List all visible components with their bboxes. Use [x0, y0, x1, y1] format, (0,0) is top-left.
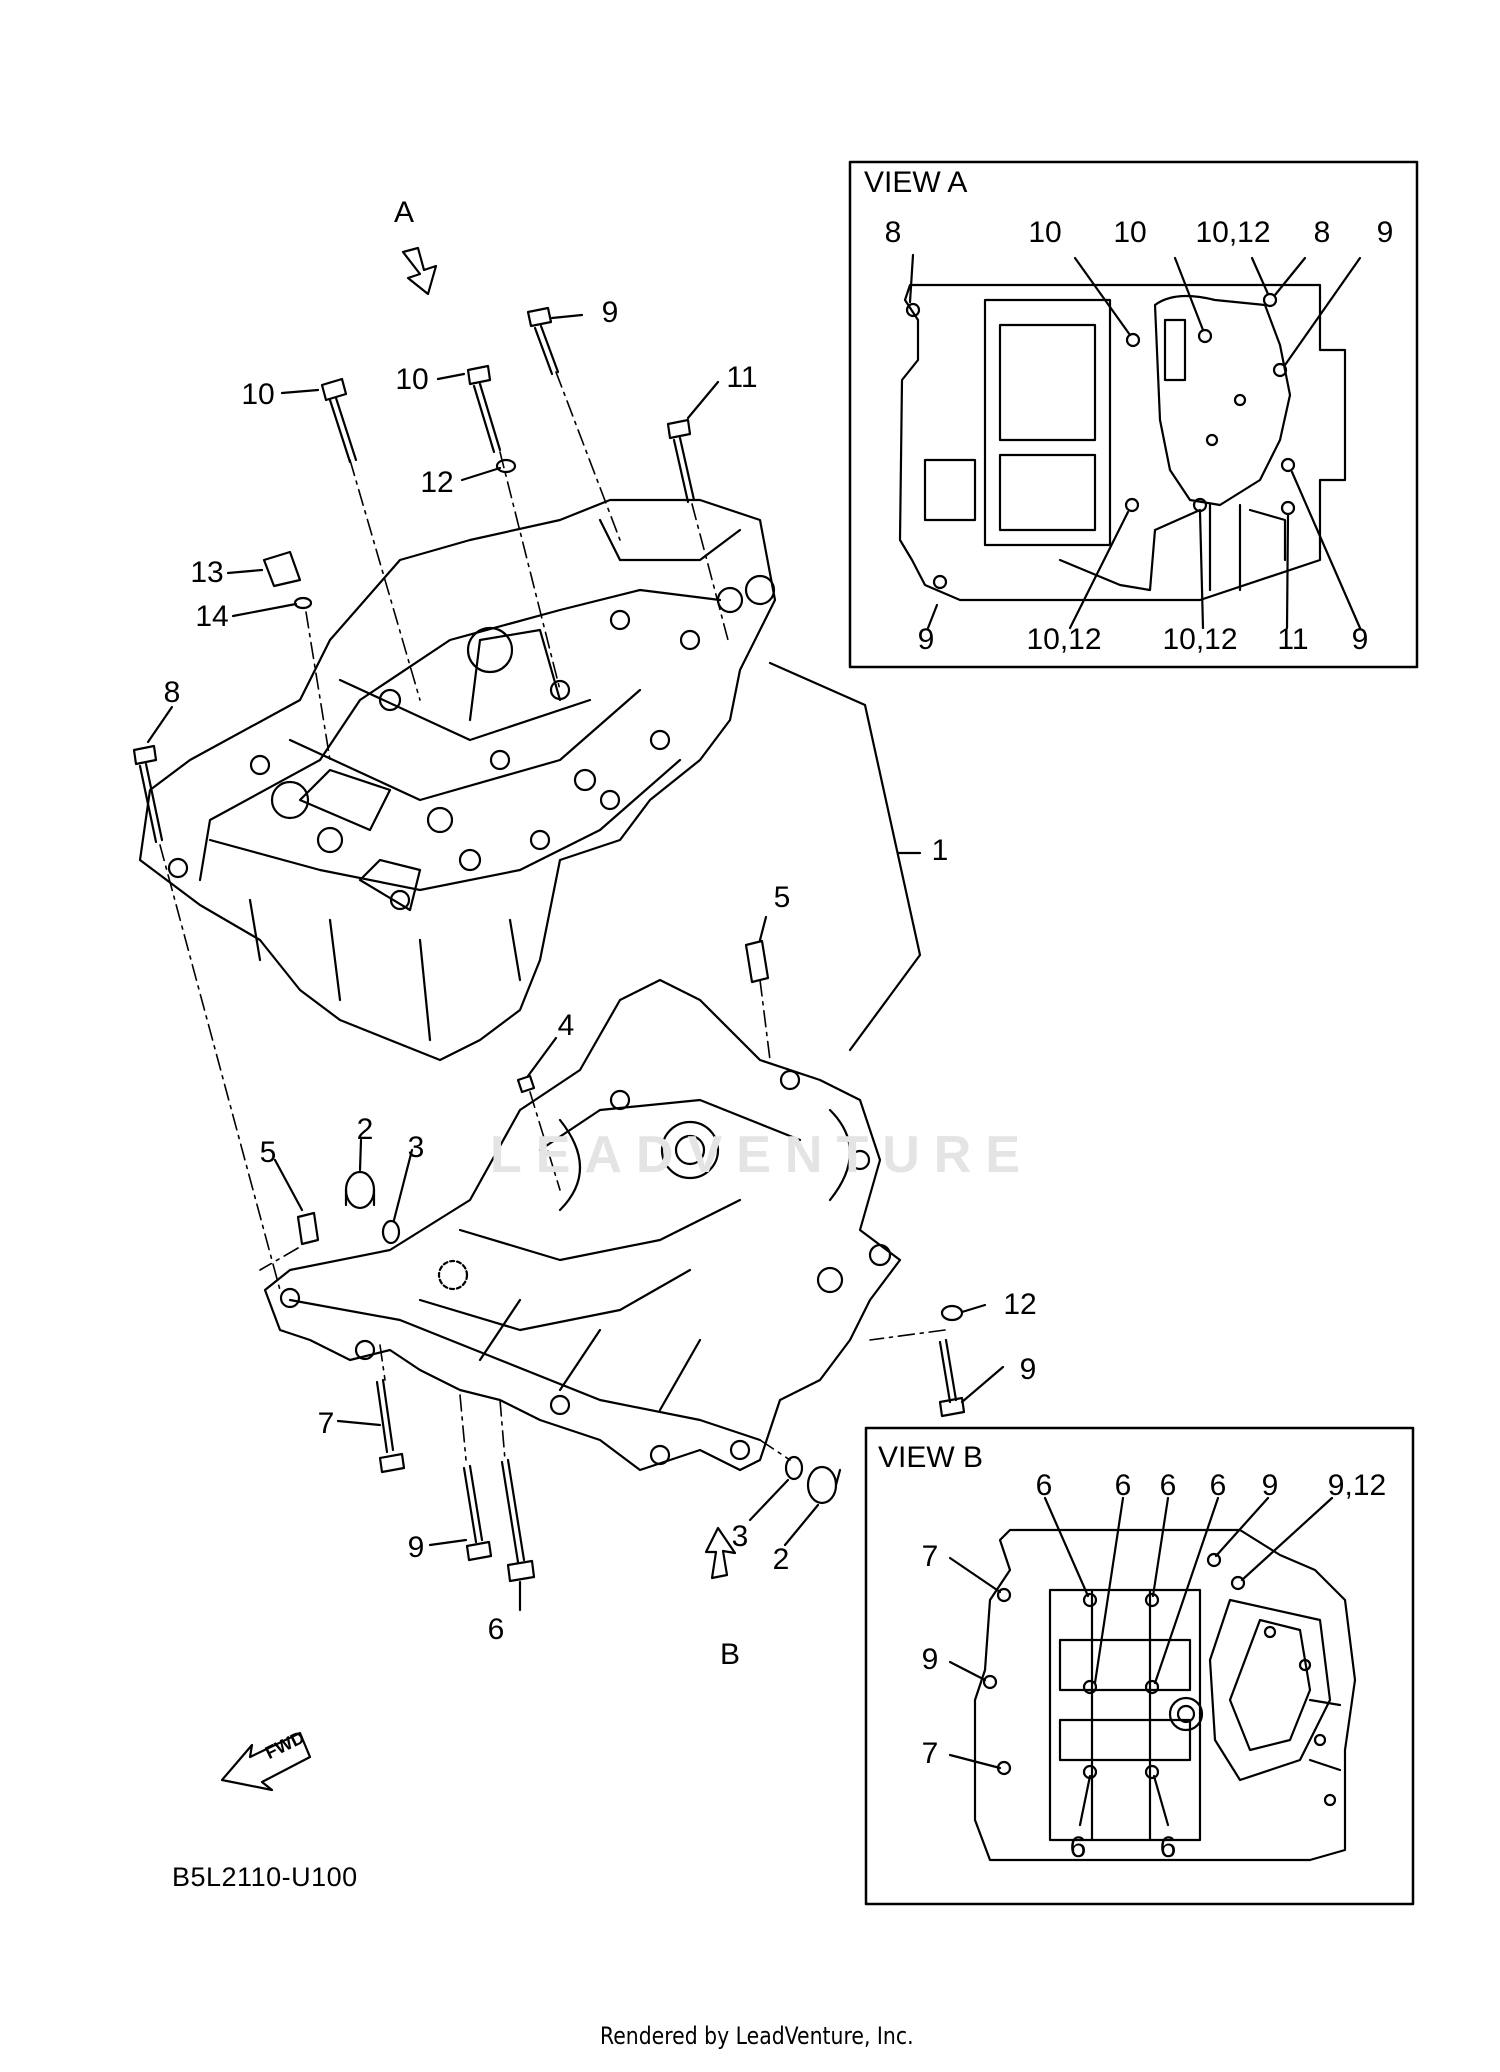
view-a-bottom-label: 10,12: [1026, 623, 1102, 656]
fwd-arrow: [220, 1731, 312, 1792]
callout-13: 13: [190, 556, 224, 589]
callout-6: 6: [487, 1613, 505, 1646]
callout-12-upper: 12: [420, 466, 454, 499]
callout-1: 1: [931, 834, 949, 867]
alignment-lines: [159, 371, 946, 1461]
bolts: [132, 306, 966, 1583]
view-a-top-label: 10,12: [1195, 216, 1271, 249]
part-1-leader: [768, 661, 922, 1052]
view-a-bottom-label: 9: [917, 623, 935, 656]
callout-9-right: 9: [1019, 1353, 1037, 1386]
view-b-left-label: 7: [921, 1540, 939, 1573]
callout-12-right: 12: [1003, 1288, 1037, 1321]
view-a-title: VIEW A: [864, 166, 968, 199]
view-b-top-label: 9: [1261, 1469, 1279, 1502]
watermark: LEADVENTURE: [490, 1126, 1035, 1184]
view-b-title: VIEW B: [878, 1441, 984, 1474]
view-b-left-label: 9: [921, 1643, 939, 1676]
callout-9-top: 9: [601, 296, 619, 329]
view-a-frame: [848, 160, 1419, 669]
callout-2-left: 2: [356, 1113, 374, 1146]
callout-9-bottom: 9: [407, 1531, 425, 1564]
callout-7: 7: [317, 1407, 335, 1440]
view-b-frame: [864, 1426, 1415, 1906]
view-a-top-label: 9: [1376, 216, 1394, 249]
lower-crankcase: [263, 978, 902, 1472]
view-a-top-label: 8: [1313, 216, 1331, 249]
view-b-bottom-label: 6: [1069, 1831, 1087, 1864]
callout-10-middle: 10: [395, 363, 429, 396]
callout-4: 4: [557, 1009, 575, 1042]
view-b-arrow-label: B: [719, 1638, 741, 1671]
view-b-top-label: 6: [1209, 1469, 1227, 1502]
callout-8: 8: [163, 676, 181, 709]
callout-3-right: 3: [731, 1520, 749, 1553]
callout-2-right: 2: [772, 1543, 790, 1576]
callout-11: 11: [726, 361, 758, 394]
callout-3-left: 3: [407, 1131, 425, 1164]
callout-10-left: 10: [241, 378, 275, 411]
view-b-top-label: 6: [1035, 1469, 1053, 1502]
diagram-code: B5L2110-U100: [172, 1862, 358, 1892]
leader-lines: [146, 313, 1005, 1612]
view-b-arrow: [704, 1526, 737, 1580]
view-a-arrow: [401, 246, 438, 296]
callout-14: 14: [195, 600, 229, 633]
footer-credit: Rendered by LeadVenture, Inc.: [600, 2022, 914, 2050]
view-a-top-label: 10: [1113, 216, 1147, 249]
view-a-bottom-label: 10,12: [1162, 623, 1238, 656]
view-b-top-label: 6: [1159, 1469, 1177, 1502]
callout-5-lower: 5: [259, 1136, 277, 1169]
callout-5-upper: 5: [773, 881, 791, 914]
view-b-bottom-label: 6: [1159, 1831, 1177, 1864]
view-a-top-label: 10: [1028, 216, 1062, 249]
view-a-bottom-label: 9: [1351, 623, 1369, 656]
view-b-top-label: 9,12: [1327, 1469, 1387, 1502]
view-a-arrow-label: A: [393, 196, 415, 229]
view-b-left-label: 7: [921, 1737, 939, 1770]
view-b-top-label: 6: [1114, 1469, 1132, 1502]
view-a-bottom-label: 11: [1277, 623, 1309, 656]
upper-crankcase: [138, 498, 777, 1062]
view-a-top-label: 8: [884, 216, 902, 249]
